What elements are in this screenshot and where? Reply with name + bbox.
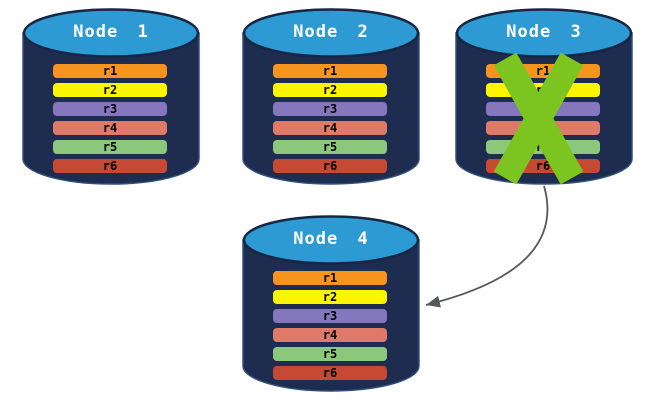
record-bar: r2 — [53, 83, 167, 97]
record-bar: r1 — [273, 271, 387, 285]
record-bar: r4 — [273, 328, 387, 342]
node-2: Node 2 r1 r2 r3 r4 r5 r6 — [242, 7, 420, 185]
record-bar: r4 — [273, 121, 387, 135]
record-bar: r3 — [273, 102, 387, 116]
node-4: Node 4 r1 r2 r3 r4 r5 r6 — [242, 214, 420, 392]
record-bar: r4 — [53, 121, 167, 135]
record-bar: r1 — [273, 64, 387, 78]
node-label: Node 4 — [293, 229, 369, 249]
node-label: Node 1 — [73, 22, 149, 42]
node-1: Node 1 r1 r2 r3 r4 r5 r6 — [22, 7, 200, 185]
record-bar: r2 — [273, 290, 387, 304]
node-label: Node 2 — [293, 22, 369, 42]
record-bar: r2 — [273, 83, 387, 97]
node-label: Node 3 — [506, 22, 582, 42]
record-bar: r5 — [273, 140, 387, 154]
failure-x-icon — [493, 52, 584, 185]
record-bar: r5 — [273, 347, 387, 361]
record-bar: r3 — [273, 309, 387, 323]
node-3: Node 3 r1 r2 r3 r4 r5 r6 — [455, 7, 633, 185]
record-bar: r1 — [53, 64, 167, 78]
record-bar: r5 — [53, 140, 167, 154]
record-bar: r6 — [53, 159, 167, 173]
record-bar: r6 — [273, 366, 387, 380]
record-bar: r3 — [53, 102, 167, 116]
record-bar: r6 — [273, 159, 387, 173]
